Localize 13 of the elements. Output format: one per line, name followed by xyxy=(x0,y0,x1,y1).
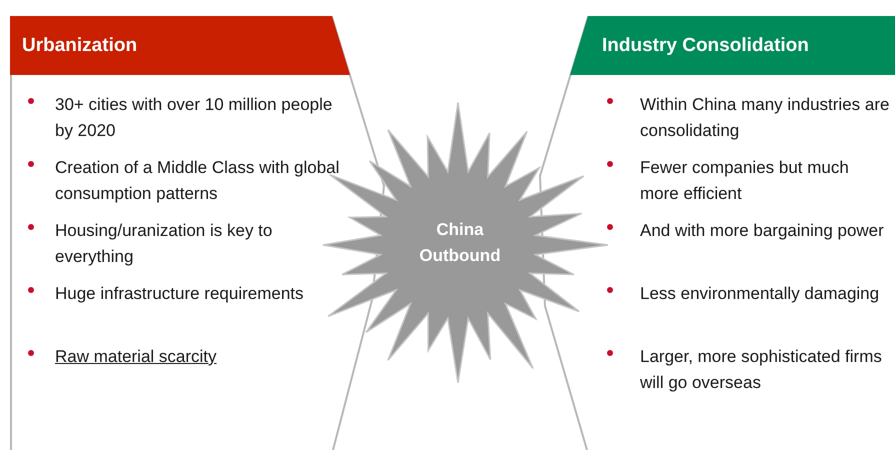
bullet-item: Less environmentally damaging xyxy=(607,281,892,344)
bullet-item: Housing/uranization is key to everything xyxy=(28,218,348,281)
bullet-item: Raw material scarcity xyxy=(28,344,348,407)
panel-header: Industry Consolidation xyxy=(570,16,895,75)
panel-header: Urbanization xyxy=(10,16,350,75)
bullet-item: Creation of a Middle Class with global consumption patterns xyxy=(28,155,348,218)
bullet-item: Larger, more sophisticated firms will go overseas xyxy=(607,344,892,407)
bullet-item: 30+ cities with over 10 million people by 2020 xyxy=(28,92,348,155)
bullet-item: Within China many industries are consolidating xyxy=(607,92,892,155)
bullet-item: Fewer companies but much more efficient xyxy=(607,155,892,218)
bullet-item: Huge infrastructure requirements xyxy=(28,281,348,344)
bullet-item: And with more bargaining power xyxy=(607,218,892,281)
star-label: China Outbound xyxy=(418,219,502,267)
